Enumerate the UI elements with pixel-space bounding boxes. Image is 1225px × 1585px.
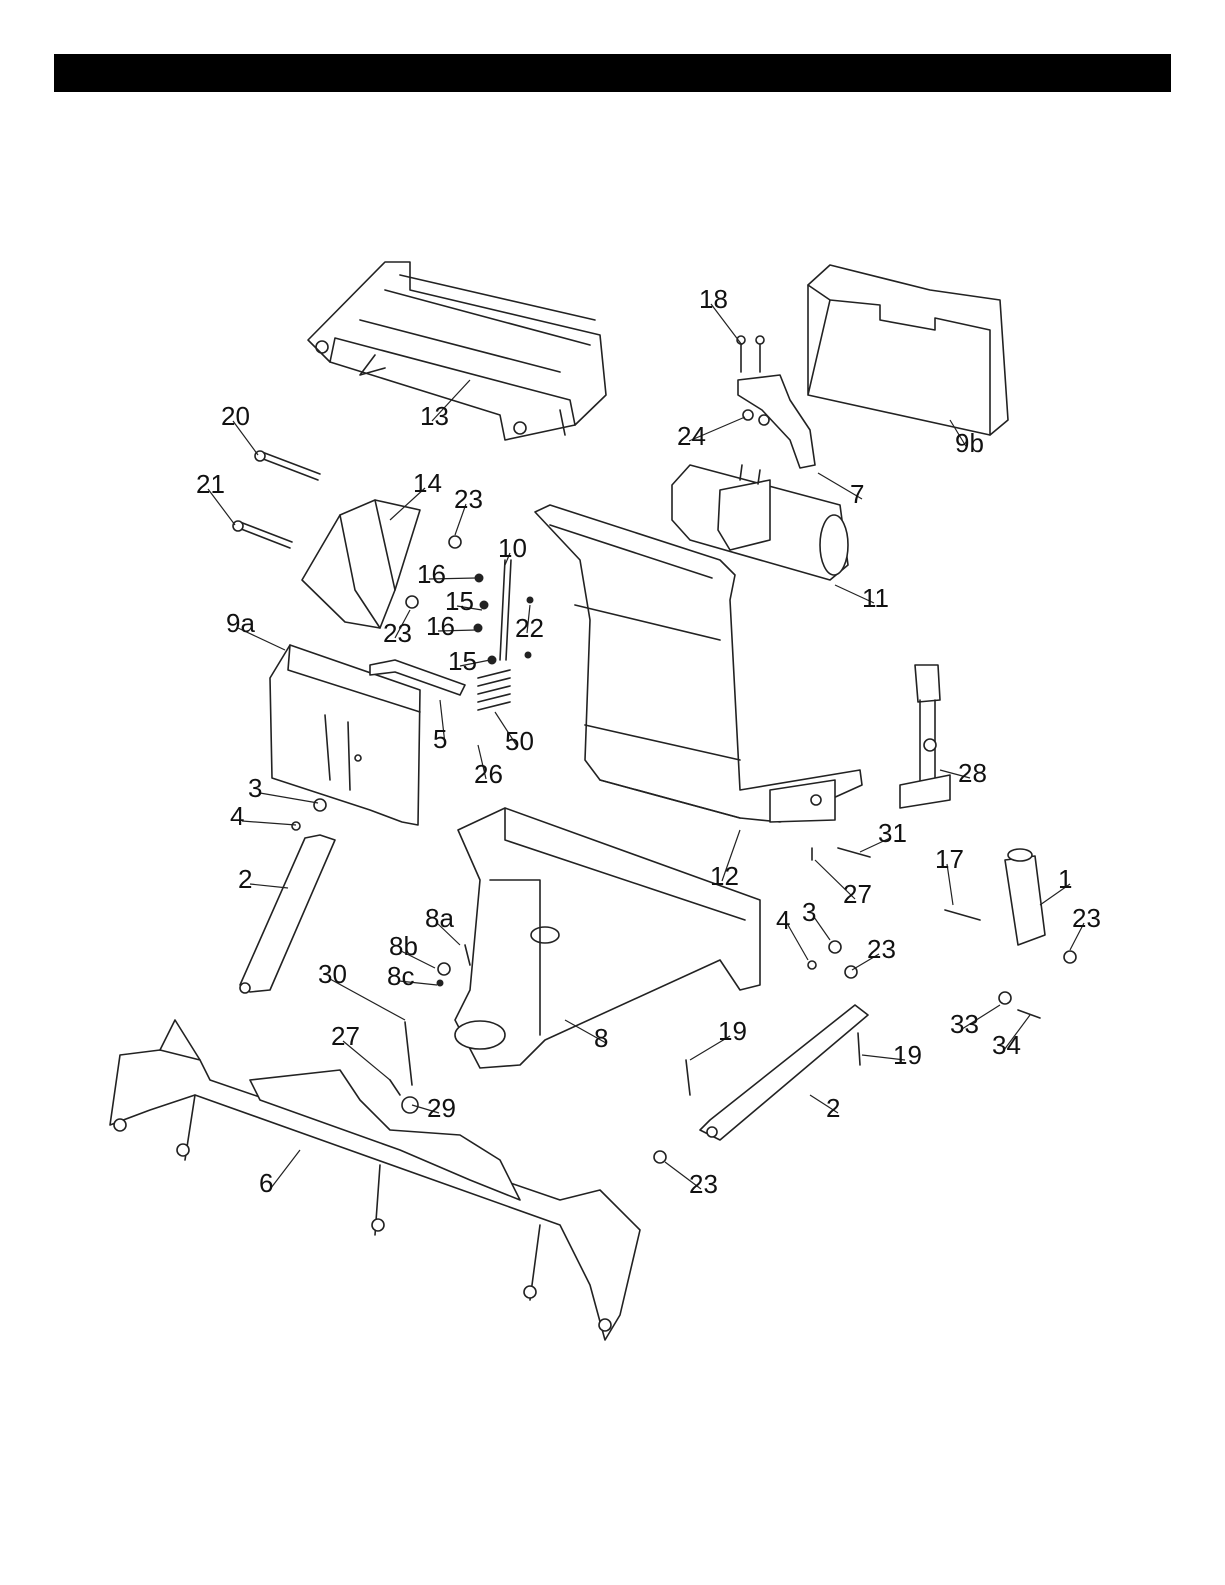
callout-c8a: 8a — [425, 903, 454, 933]
part-28-jack — [900, 665, 950, 808]
part-18-bolts — [737, 336, 764, 372]
part-13-mount-frame — [308, 262, 606, 440]
callout-c8: 8 — [594, 1023, 608, 1053]
part-7-bracket — [738, 375, 815, 468]
callout-c17: 17 — [935, 844, 964, 874]
callout-c8c: 8c — [387, 961, 414, 991]
part-21-bolt — [233, 521, 292, 548]
callout-c10: 10 — [498, 533, 527, 563]
callout-c1: 1 — [1058, 864, 1072, 894]
callout-c27b: 27 — [843, 879, 872, 909]
callout-c24: 24 — [677, 421, 706, 451]
callout-c23d: 23 — [1072, 903, 1101, 933]
callout-c23b: 23 — [383, 618, 412, 648]
leader-line-c3a — [260, 793, 318, 803]
callout-c23a: 23 — [454, 484, 483, 514]
part-50-spring — [478, 670, 510, 710]
callout-c29: 29 — [427, 1093, 456, 1123]
callout-c13: 13 — [420, 401, 449, 431]
callout-c5: 5 — [433, 724, 447, 754]
callout-c23e: 23 — [689, 1169, 718, 1199]
callout-c9b: 9b — [955, 428, 984, 458]
callout-c31: 31 — [878, 818, 907, 848]
leader-line-c4b — [788, 925, 808, 960]
callout-c4a: 4 — [230, 801, 244, 831]
callout-c8b: 8b — [389, 931, 418, 961]
callout-c16a: 16 — [417, 559, 446, 589]
part-1-cylinder — [1005, 849, 1045, 945]
leader-line-c6 — [271, 1150, 300, 1188]
callout-c3a: 3 — [248, 773, 262, 803]
part-20-bolt — [255, 451, 320, 480]
callout-c14: 14 — [413, 468, 442, 498]
callout-c22: 22 — [515, 613, 544, 643]
callout-c4b: 4 — [776, 905, 790, 935]
callout-c9a: 9a — [226, 608, 255, 638]
callout-c30: 30 — [318, 959, 347, 989]
callout-c34: 34 — [992, 1030, 1021, 1060]
part-9b-right-cover — [808, 265, 1008, 435]
callout-c19b: 19 — [893, 1040, 922, 1070]
callout-c7: 7 — [850, 479, 864, 509]
part-14-bracket — [302, 500, 420, 628]
leader-line-c2a — [250, 884, 288, 888]
callout-c23c: 23 — [867, 934, 896, 964]
callout-c16b: 16 — [426, 611, 455, 641]
callout-c27a: 27 — [331, 1021, 360, 1051]
leader-line-c4a — [242, 821, 296, 825]
callout-c20: 20 — [221, 401, 250, 431]
callout-c2a: 2 — [238, 864, 252, 894]
callout-c50: 50 — [505, 726, 534, 756]
part-10-link — [500, 560, 511, 660]
callout-c21: 21 — [196, 469, 225, 499]
callout-c12: 12 — [710, 861, 739, 891]
callout-c26: 26 — [474, 759, 503, 789]
callout-c19a: 19 — [718, 1016, 747, 1046]
callout-c28: 28 — [958, 758, 987, 788]
callout-c33: 33 — [950, 1009, 979, 1039]
callout-c3b: 3 — [802, 897, 816, 927]
callout-c2b: 2 — [826, 1093, 840, 1123]
callout-c18: 18 — [699, 284, 728, 314]
callout-c6: 6 — [259, 1168, 273, 1198]
callout-c11: 11 — [862, 583, 889, 613]
callout-c15b: 15 — [448, 646, 477, 676]
